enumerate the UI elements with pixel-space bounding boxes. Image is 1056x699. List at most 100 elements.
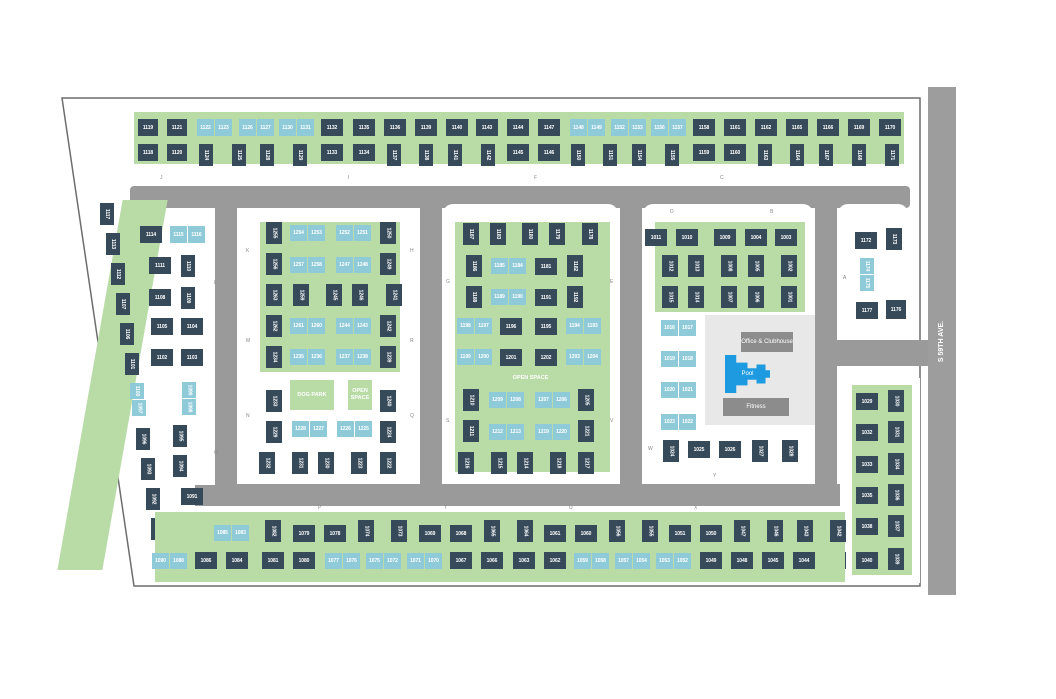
- unit-1152[interactable]: 1152: [611, 119, 628, 136]
- unit-1241[interactable]: 1241: [386, 284, 402, 306]
- unit-1072[interactable]: 1072: [384, 553, 401, 569]
- unit-1002[interactable]: 1002: [781, 255, 797, 277]
- unit-1156[interactable]: 1156: [651, 119, 668, 136]
- unit-1054[interactable]: 1054: [633, 553, 650, 569]
- unit-1164[interactable]: 1164: [790, 144, 804, 166]
- unit-1016[interactable]: 1016: [661, 320, 678, 336]
- unit-1163[interactable]: 1163: [758, 144, 772, 166]
- unit-1044[interactable]: 1044: [793, 552, 815, 569]
- unit-1038[interactable]: 1038: [856, 518, 878, 535]
- unit-1031[interactable]: 1031: [888, 421, 904, 443]
- unit-1262[interactable]: 1262: [266, 315, 282, 337]
- unit-1167[interactable]: 1167: [819, 144, 833, 166]
- unit-1154[interactable]: 1154: [632, 144, 646, 166]
- unit-1069[interactable]: 1069: [419, 525, 441, 542]
- unit-1226[interactable]: 1226: [337, 421, 354, 437]
- unit-1101[interactable]: 1101: [125, 353, 139, 375]
- unit-1033[interactable]: 1033: [856, 456, 878, 473]
- unit-1121[interactable]: 1121: [167, 119, 187, 136]
- unit-1235[interactable]: 1235: [290, 349, 307, 365]
- unit-1003[interactable]: 1003: [775, 229, 797, 246]
- unit-1052[interactable]: 1052: [674, 553, 691, 569]
- unit-1102[interactable]: 1102: [151, 349, 173, 366]
- unit-1103[interactable]: 1103: [181, 349, 203, 366]
- unit-1015[interactable]: 1015: [662, 286, 678, 308]
- unit-1165[interactable]: 1165: [786, 119, 808, 136]
- unit-1132[interactable]: 1132: [321, 119, 343, 136]
- unit-1258[interactable]: 1258: [308, 257, 325, 273]
- unit-1218[interactable]: 1218: [550, 452, 566, 474]
- unit-1243[interactable]: 1243: [354, 318, 371, 334]
- unit-1011[interactable]: 1011: [645, 229, 667, 246]
- unit-1222[interactable]: 1222: [380, 452, 396, 474]
- unit-1053[interactable]: 1053: [656, 553, 673, 569]
- unit-1199[interactable]: 1199: [457, 349, 474, 365]
- unit-1099[interactable]: 1099: [182, 382, 196, 398]
- unit-1100[interactable]: 1100: [130, 383, 144, 399]
- unit-1252[interactable]: 1252: [336, 225, 353, 241]
- unit-1184[interactable]: 1184: [509, 258, 526, 274]
- unit-1162[interactable]: 1162: [755, 119, 777, 136]
- unit-1192[interactable]: 1192: [567, 286, 583, 308]
- unit-1237[interactable]: 1237: [336, 349, 353, 365]
- unit-1108[interactable]: 1108: [149, 289, 171, 306]
- unit-1140[interactable]: 1140: [446, 119, 468, 136]
- unit-1187[interactable]: 1187: [463, 223, 479, 245]
- unit-1066[interactable]: 1066: [481, 552, 503, 569]
- unit-1195[interactable]: 1195: [535, 318, 557, 335]
- unit-1260[interactable]: 1260: [308, 318, 325, 334]
- unit-1236[interactable]: 1236: [308, 349, 325, 365]
- unit-1205[interactable]: 1205: [578, 389, 594, 411]
- unit-1249[interactable]: 1249: [380, 253, 396, 275]
- unit-1136[interactable]: 1136: [384, 119, 406, 136]
- unit-1137[interactable]: 1137: [387, 144, 401, 166]
- unit-1020[interactable]: 1020: [661, 382, 678, 398]
- unit-1039[interactable]: 1039: [888, 548, 904, 570]
- unit-1198[interactable]: 1198: [457, 318, 474, 334]
- unit-1012[interactable]: 1012: [662, 255, 678, 277]
- unit-1172[interactable]: 1172: [855, 232, 877, 249]
- unit-1228[interactable]: 1228: [292, 421, 309, 437]
- unit-1032[interactable]: 1032: [856, 424, 878, 441]
- unit-1010[interactable]: 1010: [676, 229, 698, 246]
- unit-1248[interactable]: 1248: [354, 257, 371, 273]
- unit-1263[interactable]: 1263: [266, 284, 282, 306]
- unit-1112[interactable]: 1112: [111, 263, 125, 285]
- unit-1080[interactable]: 1080: [293, 552, 315, 569]
- unit-1246[interactable]: 1246: [352, 284, 368, 306]
- unit-1150[interactable]: 1150: [571, 144, 585, 166]
- unit-1104[interactable]: 1104: [181, 318, 203, 335]
- unit-1090[interactable]: 1090: [152, 553, 169, 569]
- unit-1079[interactable]: 1079: [293, 525, 315, 542]
- unit-1049[interactable]: 1049: [700, 552, 722, 569]
- unit-1194[interactable]: 1194: [566, 318, 583, 334]
- unit-1219[interactable]: 1219: [535, 424, 552, 440]
- unit-1183[interactable]: 1183: [490, 223, 506, 245]
- unit-1209[interactable]: 1209: [489, 392, 506, 408]
- unit-1227[interactable]: 1227: [310, 421, 327, 437]
- unit-1257[interactable]: 1257: [290, 257, 307, 273]
- unit-1050[interactable]: 1050: [700, 525, 722, 542]
- unit-1093[interactable]: 1093: [141, 458, 155, 480]
- unit-1168[interactable]: 1168: [852, 144, 866, 166]
- unit-1171[interactable]: 1171: [885, 144, 899, 166]
- unit-1259[interactable]: 1259: [293, 284, 309, 306]
- unit-1158[interactable]: 1158: [693, 119, 715, 136]
- unit-1173[interactable]: 1173: [886, 228, 902, 250]
- unit-1131[interactable]: 1131: [297, 119, 314, 136]
- unit-1170[interactable]: 1170: [879, 119, 901, 136]
- unit-1005[interactable]: 1005: [748, 255, 764, 277]
- unit-1166[interactable]: 1166: [817, 119, 839, 136]
- unit-1175[interactable]: 1175: [860, 275, 874, 291]
- unit-1254[interactable]: 1254: [290, 225, 307, 241]
- unit-1058[interactable]: 1058: [592, 553, 609, 569]
- unit-1081[interactable]: 1081: [262, 552, 284, 569]
- unit-1202[interactable]: 1202: [535, 349, 557, 366]
- unit-1107[interactable]: 1107: [116, 293, 130, 315]
- unit-1065[interactable]: 1065: [484, 520, 500, 542]
- unit-1098[interactable]: 1098: [182, 399, 196, 415]
- unit-1147[interactable]: 1147: [538, 119, 560, 136]
- unit-1204[interactable]: 1204: [584, 349, 601, 365]
- unit-1071[interactable]: 1071: [407, 553, 424, 569]
- unit-1160[interactable]: 1160: [724, 144, 746, 161]
